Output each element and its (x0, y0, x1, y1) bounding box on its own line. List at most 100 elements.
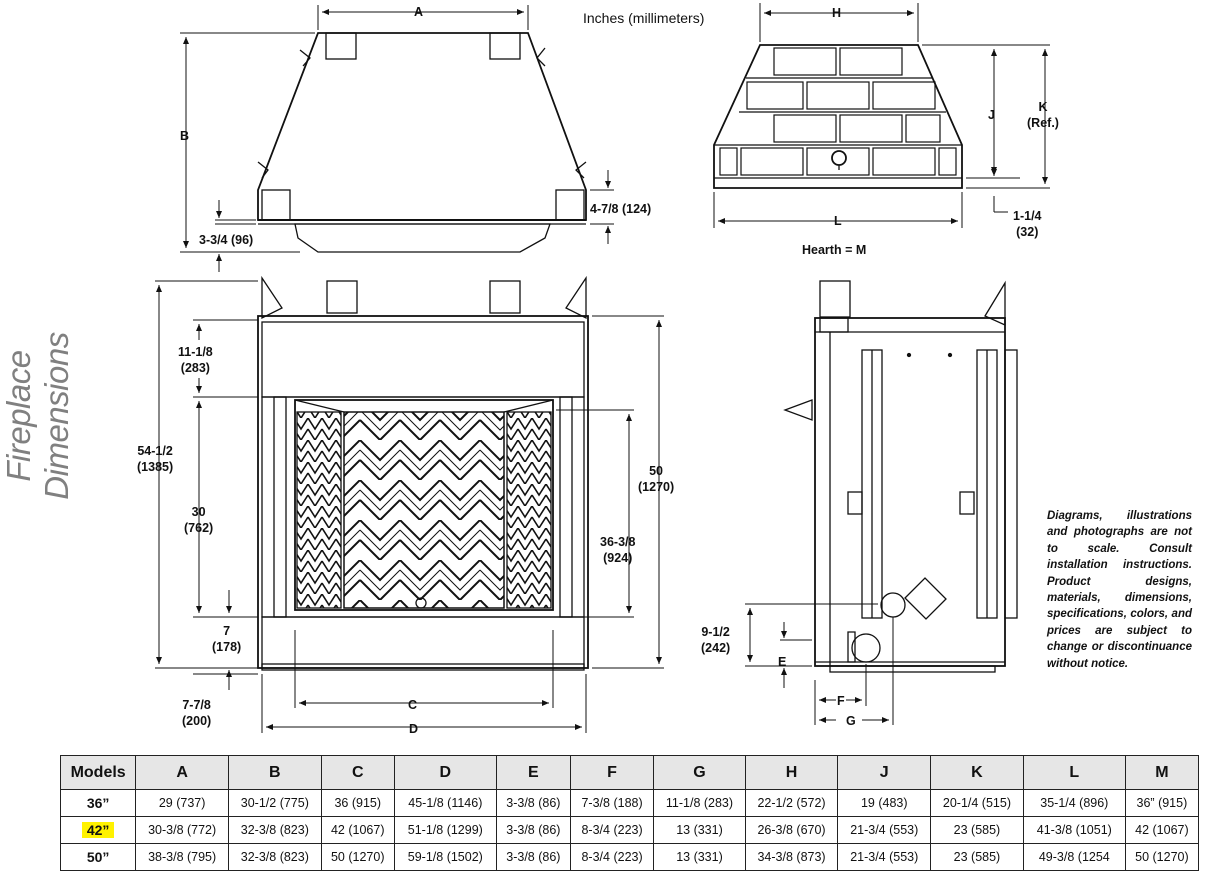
table-cell: 42 (1067) (1124, 816, 1200, 844)
dim-label-7-in: 7 (223, 624, 231, 638)
dim-label-k-letter: K (1038, 100, 1048, 114)
dim-label-11-1-8-mm: (283) (180, 361, 210, 375)
table-header-m: M (1124, 755, 1200, 790)
table-cell: 50 (1270) (1124, 843, 1200, 871)
table-cell: 22-1/2 (572) (744, 789, 839, 817)
dim-label-k-ref: (Ref.) (1027, 116, 1059, 130)
dim-label-4-7-8: 4-7/8 (124) (590, 201, 651, 217)
dim-label-d: D (409, 722, 419, 736)
dim-label-54-1-2-in: 54-1/2 (137, 444, 173, 458)
table-cell: 42 (1067) (320, 816, 395, 844)
hearth-label: Hearth = M (802, 243, 867, 257)
table-header-l: L (1022, 755, 1126, 790)
dim-label-7: 7 (178) (212, 623, 241, 655)
dim-label-j: J (988, 108, 995, 122)
dim-label-30-mm: (762) (184, 521, 214, 535)
table-header-h: H (744, 755, 839, 790)
dim-label-30-in: 30 (191, 505, 206, 519)
table-cell: 8-3/4 (223) (569, 816, 655, 844)
dim-label-9-1-2: 9-1/2 (242) (701, 624, 730, 656)
table-cell: 8-3/4 (223) (569, 843, 655, 871)
table-row: 42”30-3/8 (772)32-3/8 (823)42 (1067)51-1… (59, 816, 1200, 844)
table-row: 36”29 (737)30-1/2 (775)36 (915)45-1/8 (1… (59, 789, 1200, 817)
table-cell: 3-3/8 (86) (495, 789, 571, 817)
table-cell: 11-1/8 (283) (653, 789, 746, 817)
dimension-drawings (155, 3, 1050, 733)
dim-label-30: 30 (762) (184, 504, 213, 536)
table-cell: 26-3/8 (670) (744, 816, 839, 844)
table-header-g: G (653, 755, 746, 790)
dim-label-11-1-8: 11-1/8 (283) (178, 344, 213, 376)
disclaimer-note: Diagrams, illustrations and photographs … (1047, 510, 1192, 670)
table-header-b: B (227, 755, 322, 790)
table-cell: 36” (915) (1124, 789, 1200, 817)
table-cell: 13 (331) (653, 816, 746, 844)
dim-label-g: G (846, 714, 856, 728)
table-cell: 50 (1270) (320, 843, 395, 871)
table-cell: 32-3/8 (823) (227, 843, 322, 871)
table-cell: 51-1/8 (1299) (393, 816, 497, 844)
dim-label-1-1-4-in: 1-1/4 (1013, 209, 1042, 223)
table-cell: 35-1/4 (896) (1022, 789, 1126, 817)
dim-label-54-1-2: 54-1/2(1385) (137, 443, 173, 475)
table-cell: 49-3/8 (1254 (1022, 843, 1126, 871)
dim-label-50: 50 (1270) (638, 463, 674, 495)
table-cell: 19 (483) (837, 789, 932, 817)
dim-label-4-7-8-in: 4-7/8 (590, 202, 619, 216)
table-header-d: D (393, 755, 497, 790)
dim-label-7-7-8: 7-7/8 (200) (182, 697, 211, 729)
dim-label-h: H (832, 6, 842, 20)
hearth-view (713, 44, 963, 189)
dim-label-50-in: 50 (649, 464, 664, 478)
model-label: 50” (86, 849, 110, 865)
dim-label-9-1-2-mm: (242) (701, 641, 731, 655)
dim-label-f: F (837, 694, 845, 708)
dim-label-4-7-8-mm: (124) (621, 202, 652, 216)
units-note: Inches (millimeters) (583, 10, 705, 26)
table-header-k: K (930, 755, 1024, 790)
dim-label-50-mm: (1270) (638, 480, 675, 494)
dim-label-1-1-4: 1-1/4 (32) (1013, 208, 1042, 240)
table-body: 36”29 (737)30-1/2 (775)36 (915)45-1/8 (1… (59, 789, 1200, 871)
table-header-e: E (495, 755, 571, 790)
table-cell: 23 (585) (930, 816, 1024, 844)
dim-label-1-1-4-mm: (32) (1016, 225, 1039, 239)
table-cell: 59-1/8 (1502) (393, 843, 497, 871)
model-label: 36” (86, 795, 110, 811)
table-cell: 30-1/2 (775) (227, 789, 322, 817)
dim-label-e: E (778, 655, 787, 669)
table-cell: 38-3/8 (795) (135, 843, 229, 871)
front-view (257, 275, 589, 671)
table-cell: 3-3/8 (86) (495, 843, 571, 871)
dim-label-36-3-8: 36-3/8 (924) (600, 534, 635, 566)
table-cell: 34-3/8 (873) (744, 843, 839, 871)
table-cell: 30-3/8 (772) (135, 816, 229, 844)
dim-label-36-3-8-in: 36-3/8 (600, 535, 636, 549)
table-header-j: J (837, 755, 932, 790)
dim-label-k: K (Ref.) (1025, 99, 1061, 131)
dim-label-a: A (414, 5, 424, 19)
table-header-models: Models (59, 755, 137, 790)
table-cell: 13 (331) (653, 843, 746, 871)
dim-label-7-mm: (178) (212, 640, 242, 654)
dim-label-7-7-8-in: 7-7/8 (182, 698, 211, 712)
dim-label-36-3-8-mm: (924) (603, 551, 633, 565)
table-cell: 36 (915) (320, 789, 395, 817)
model-label: 42” (81, 822, 115, 838)
table-row: 50”38-3/8 (795)32-3/8 (823)50 (1270)59-1… (59, 843, 1200, 871)
top-view (257, 32, 587, 253)
dim-label-9-1-2-in: 9-1/2 (701, 625, 730, 639)
side-view (783, 280, 1018, 673)
table-cell: 23 (585) (930, 843, 1024, 871)
dim-label-11-1-8-in: 11-1/8 (178, 345, 213, 359)
model-cell: 50” (59, 843, 137, 871)
dim-label-7-7-8-mm: (200) (182, 714, 212, 728)
table-cell: 20-1/4 (515) (930, 789, 1024, 817)
table-cell: 21-3/4 (553) (837, 816, 932, 844)
dim-label-l: L (834, 214, 842, 228)
dim-label-c: C (408, 698, 418, 712)
table-cell: 45-1/8 (1146) (393, 789, 497, 817)
table-cell: 7-3/8 (188) (569, 789, 655, 817)
